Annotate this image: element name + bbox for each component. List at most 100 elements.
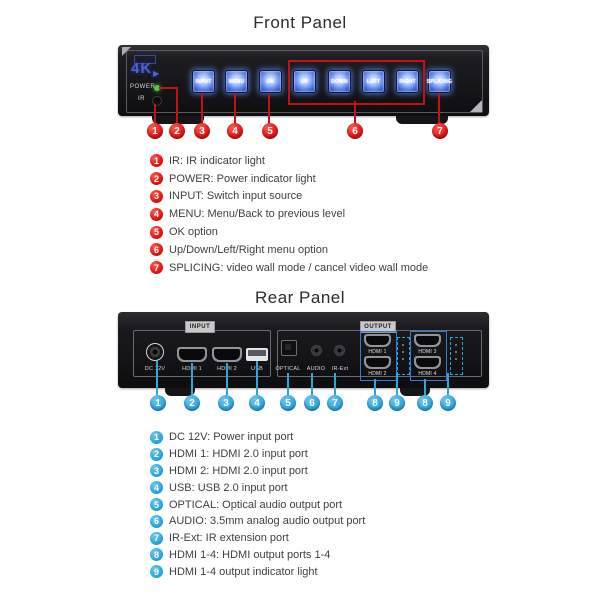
callout-7: 7 bbox=[327, 395, 343, 411]
callout-2: 2 bbox=[184, 395, 200, 411]
callout-line bbox=[287, 373, 289, 395]
callout-line bbox=[201, 93, 203, 124]
legend-text: POWER: Power indicator light bbox=[169, 172, 316, 185]
legend-number: 2 bbox=[150, 172, 163, 186]
button-left: LEFT bbox=[362, 70, 385, 93]
hdmi-out1-label: HDMI 1 bbox=[368, 349, 387, 355]
play-triangle-icon: ▶ bbox=[153, 69, 160, 78]
hdmi-out2-label: HDMI 2 bbox=[368, 371, 387, 377]
callout-9a: 9 bbox=[389, 395, 405, 411]
ir-ext-jack bbox=[334, 345, 345, 356]
front-inner-frame bbox=[126, 50, 483, 113]
output-section-label: OUTPUT bbox=[360, 321, 396, 333]
callout-line bbox=[226, 363, 228, 395]
dc-power-jack bbox=[146, 343, 164, 361]
callout-line bbox=[191, 363, 193, 395]
button-ok: OK bbox=[259, 70, 282, 93]
ir-receiver-icon bbox=[152, 96, 162, 106]
callout-5: 5 bbox=[280, 395, 296, 411]
callout-line bbox=[268, 93, 270, 124]
device-foot bbox=[152, 116, 204, 124]
callout-5: 5 bbox=[262, 123, 278, 139]
callout-4: 4 bbox=[227, 123, 243, 139]
hdmi-output-3-port bbox=[414, 334, 441, 347]
legend-text: HDMI 1: HDMI 2.0 input port bbox=[169, 448, 308, 461]
callout-line bbox=[447, 373, 449, 395]
logo-4k: 4K bbox=[131, 60, 153, 77]
legend-text: IR: IR indicator light bbox=[169, 154, 265, 167]
legend-text: MENU: Menu/Back to previous level bbox=[169, 208, 346, 221]
legend-number: 5 bbox=[150, 225, 163, 239]
legend-text: OPTICAL: Optical audio output port bbox=[169, 498, 343, 511]
callout-line bbox=[256, 361, 258, 395]
legend-item: 4 USB: USB 2.0 input port bbox=[150, 479, 365, 496]
callout-3: 3 bbox=[218, 395, 234, 411]
callout-line bbox=[156, 361, 158, 395]
legend-text: DC 12V: Power input port bbox=[169, 431, 294, 444]
legend-item: 7 IR-Ext: IR extension port bbox=[150, 530, 365, 547]
device-foot bbox=[396, 116, 448, 124]
callout-line bbox=[234, 93, 236, 124]
callout-line bbox=[424, 379, 426, 395]
legend-item: 6 AUDIO: 3.5mm analog audio output port bbox=[150, 513, 365, 530]
button-menu: MENU bbox=[225, 70, 248, 93]
callout-line bbox=[334, 373, 336, 395]
ir-ext-port-label: IR-Ext bbox=[331, 366, 349, 372]
corner-accent-icon bbox=[470, 100, 482, 112]
corner-accent-icon bbox=[122, 47, 131, 56]
callout-line bbox=[154, 104, 156, 124]
button-right: RIGHT bbox=[396, 70, 419, 93]
callout-line bbox=[396, 373, 398, 395]
legend-item: 1 IR: IR indicator light bbox=[150, 152, 428, 170]
output-indicator-box-1 bbox=[397, 337, 410, 375]
legend-text: Up/Down/Left/Right menu option bbox=[169, 243, 328, 256]
button-input: INPUT bbox=[192, 70, 215, 93]
audio-jack bbox=[311, 345, 322, 356]
legend-number: 3 bbox=[150, 189, 163, 203]
legend-number: 5 bbox=[150, 498, 163, 512]
audio-port-label: AUDIO bbox=[306, 366, 326, 372]
indicator-led-icon bbox=[402, 358, 404, 360]
optical-port bbox=[281, 340, 297, 356]
legend-text: USB: USB 2.0 input port bbox=[169, 481, 288, 494]
legend-item: 5 OPTICAL: Optical audio output port bbox=[150, 496, 365, 513]
hdmi-output-group-1-box bbox=[360, 331, 397, 381]
hdmi-input-1-port bbox=[177, 347, 207, 362]
legend-text: OK option bbox=[169, 226, 218, 239]
front-legend: 1 IR: IR indicator light 2 POWER: Power … bbox=[150, 152, 428, 277]
legend-text: AUDIO: 3.5mm analog audio output port bbox=[169, 515, 366, 528]
ir-label: IR bbox=[138, 96, 145, 102]
legend-item: 1 DC 12V: Power input port bbox=[150, 429, 365, 446]
hdmi-input-2-port bbox=[212, 347, 242, 362]
hdmi-output-4-port bbox=[414, 356, 441, 369]
hdmi-output-2-port bbox=[364, 356, 391, 369]
button-up: UP bbox=[293, 70, 316, 93]
indicator-led-icon bbox=[455, 351, 457, 353]
optical-port-label: OPTICAL bbox=[275, 366, 301, 372]
legend-number: 7 bbox=[150, 531, 163, 545]
legend-number: 1 bbox=[150, 430, 163, 444]
callout-1: 1 bbox=[150, 395, 166, 411]
legend-item: 7 SPLICING: video wall mode / cancel vid… bbox=[150, 259, 428, 277]
hdmi-out4-label: HDMI 4 bbox=[418, 371, 437, 377]
legend-number: 8 bbox=[150, 548, 163, 562]
usb-port bbox=[246, 348, 268, 361]
rear-panel-title: Rear Panel bbox=[254, 288, 346, 307]
legend-number: 3 bbox=[150, 464, 163, 478]
legend-item: 3 INPUT: Switch input source bbox=[150, 188, 428, 206]
legend-number: 9 bbox=[150, 565, 163, 579]
hdmi-output-group-2-box bbox=[410, 331, 447, 381]
callout-8b: 8 bbox=[417, 395, 433, 411]
callout-2: 2 bbox=[169, 123, 185, 139]
callout-7: 7 bbox=[432, 123, 448, 139]
legend-number: 7 bbox=[150, 261, 163, 275]
indicator-led-icon bbox=[402, 351, 404, 353]
device-foot bbox=[400, 388, 430, 396]
legend-text: IR-Ext: IR extension port bbox=[169, 532, 289, 545]
callout-line bbox=[374, 379, 376, 395]
legend-item: 2 POWER: Power indicator light bbox=[150, 170, 428, 188]
indicator-led-icon bbox=[455, 344, 457, 346]
callout-8a: 8 bbox=[367, 395, 383, 411]
legend-text: SPLICING: video wall mode / cancel video… bbox=[169, 261, 429, 274]
